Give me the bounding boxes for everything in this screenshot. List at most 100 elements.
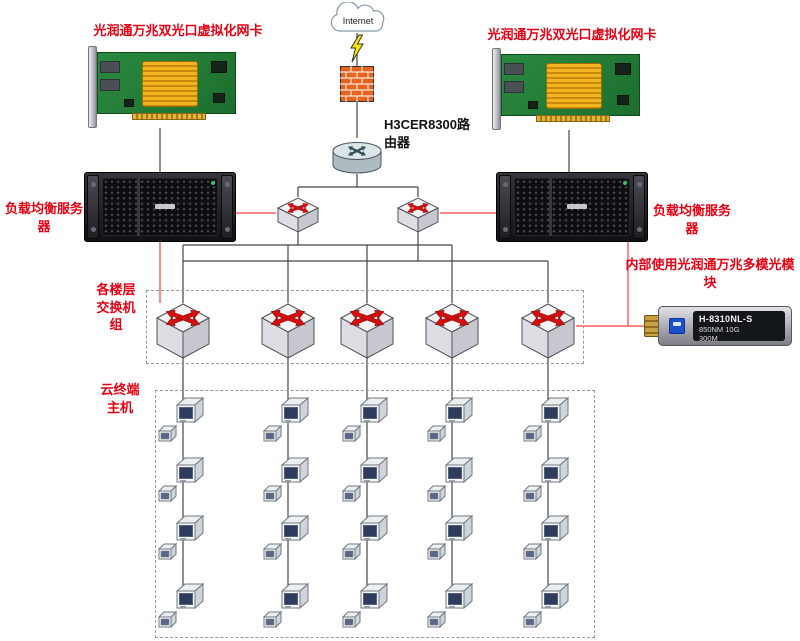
server-logo — [567, 204, 587, 209]
terminal-host-2-1-icon — [279, 396, 310, 429]
terminal-host-4-1-icon — [443, 396, 474, 429]
nic-heatsink — [142, 61, 198, 107]
nic-chip — [213, 93, 225, 103]
terminal-host-small-4-4-icon — [426, 610, 447, 633]
terminal-host-small-4-1-icon — [426, 424, 447, 447]
terminal-host-1-3-icon — [174, 514, 205, 547]
nic-board — [97, 52, 236, 120]
terminal-host-4-2-icon — [443, 456, 474, 489]
nic-chip — [617, 95, 629, 105]
terminal-host-5-1-icon — [539, 396, 570, 429]
nic-pcie-edge — [132, 113, 206, 120]
nic-left-label: 光润通万兆双光口虚拟化网卡 — [93, 23, 263, 38]
nic-chip — [528, 101, 538, 109]
terminal-group-box — [155, 390, 595, 638]
sfp-label-plate: H-8310NL-S 850NM 10G 300M — [693, 311, 785, 343]
terminal-host-small-2-1-icon — [262, 424, 283, 447]
lightning-icon — [349, 34, 365, 69]
server-bay-divider — [137, 178, 140, 236]
terminal-host-small-5-4-icon — [522, 610, 543, 633]
terminal-host-small-5-3-icon — [522, 542, 543, 565]
router-label: H3CER8300路由器 — [384, 117, 470, 150]
server-ear — [87, 175, 99, 239]
terminal-host-small-3-3-icon — [341, 542, 362, 565]
terminal-host-4-3-icon — [443, 514, 474, 547]
terminal-host-3-3-icon — [358, 514, 389, 547]
sfp-module-icon: H-8310NL-S 850NM 10G 300M — [644, 304, 792, 348]
switch-group-label: 各楼层交换机组 — [96, 282, 136, 333]
sfp-body: H-8310NL-S 850NM 10G 300M — [658, 306, 792, 346]
terminal-host-3-1-icon — [358, 396, 389, 429]
nic-pcie-edge — [536, 115, 610, 122]
server-logo — [155, 204, 175, 209]
server-ear — [221, 175, 233, 239]
sfp-logo — [669, 318, 685, 334]
floor-switch-3-icon — [339, 302, 395, 365]
terminal-host-3-2-icon — [358, 456, 389, 489]
server-left-label: 负载均衡服务器 — [4, 201, 83, 234]
sfp-port-icon — [100, 61, 120, 73]
server-ear — [499, 175, 511, 239]
nic-bracket — [88, 46, 97, 128]
nic-right-icon — [492, 48, 642, 130]
terminal-host-small-4-2-icon — [426, 484, 447, 507]
nic-chip — [615, 63, 631, 75]
terminal-host-small-1-4-icon — [157, 610, 178, 633]
nic-left-icon — [88, 46, 238, 128]
core-switch-right-icon — [396, 196, 440, 239]
terminal-host-small-2-2-icon — [262, 484, 283, 507]
terminal-host-small-5-1-icon — [522, 424, 543, 447]
sfp-port-icon — [504, 81, 524, 93]
sfp-model-text: H-8310NL-S — [699, 314, 753, 324]
server-bay-divider — [549, 178, 552, 236]
terminal-host-small-3-1-icon — [341, 424, 362, 447]
floor-switch-2-icon — [260, 302, 316, 365]
terminal-host-small-3-4-icon — [341, 610, 362, 633]
terminal-host-small-1-2-icon — [157, 484, 178, 507]
sfp-label: 内部使用光润通万兆多模光模块 — [625, 257, 795, 290]
terminal-host-small-5-2-icon — [522, 484, 543, 507]
terminals-label: 云终端主机 — [100, 382, 140, 415]
nic-board — [501, 54, 640, 122]
sfp-spec-text: 850NM 10G — [699, 325, 740, 334]
server-right-icon — [496, 172, 648, 242]
router-icon — [330, 138, 384, 183]
terminal-host-5-2-icon — [539, 456, 570, 489]
sfp-port-icon — [100, 79, 120, 91]
nic-chip — [124, 99, 134, 107]
terminal-host-1-4-icon — [174, 582, 205, 615]
nic-chip — [211, 61, 227, 73]
terminal-host-2-2-icon — [279, 456, 310, 489]
terminal-host-small-1-1-icon — [157, 424, 178, 447]
server-ear — [633, 175, 645, 239]
server-vents — [102, 178, 218, 236]
terminal-host-1-1-icon — [174, 396, 205, 429]
server-right-label: 负载均衡服务器 — [652, 203, 731, 236]
nic-right-label: 光润通万兆双光口虚拟化网卡 — [487, 27, 657, 42]
core-switch-left-icon — [276, 196, 320, 239]
switch-group-box — [146, 290, 584, 364]
nic-heatsink — [546, 63, 602, 109]
terminal-host-5-4-icon — [539, 582, 570, 615]
terminal-host-small-3-2-icon — [341, 484, 362, 507]
server-led — [623, 181, 627, 185]
floor-switch-4-icon — [424, 302, 480, 365]
terminal-host-2-4-icon — [279, 582, 310, 615]
server-left-icon — [84, 172, 236, 242]
terminal-host-small-4-3-icon — [426, 542, 447, 565]
sfp-distance-text: 300M — [699, 334, 718, 343]
firewall-icon — [340, 66, 374, 107]
internet-label: Internet — [343, 16, 374, 26]
floor-switch-1-icon — [155, 302, 211, 365]
terminal-host-2-3-icon — [279, 514, 310, 547]
terminal-host-3-4-icon — [358, 582, 389, 615]
terminal-host-small-1-3-icon — [157, 542, 178, 565]
internet-cloud-icon: Internet — [325, 1, 391, 43]
terminal-host-small-2-4-icon — [262, 610, 283, 633]
server-led — [211, 181, 215, 185]
nic-bracket — [492, 48, 501, 130]
terminal-host-1-2-icon — [174, 456, 205, 489]
terminal-host-small-2-3-icon — [262, 542, 283, 565]
terminal-host-5-3-icon — [539, 514, 570, 547]
